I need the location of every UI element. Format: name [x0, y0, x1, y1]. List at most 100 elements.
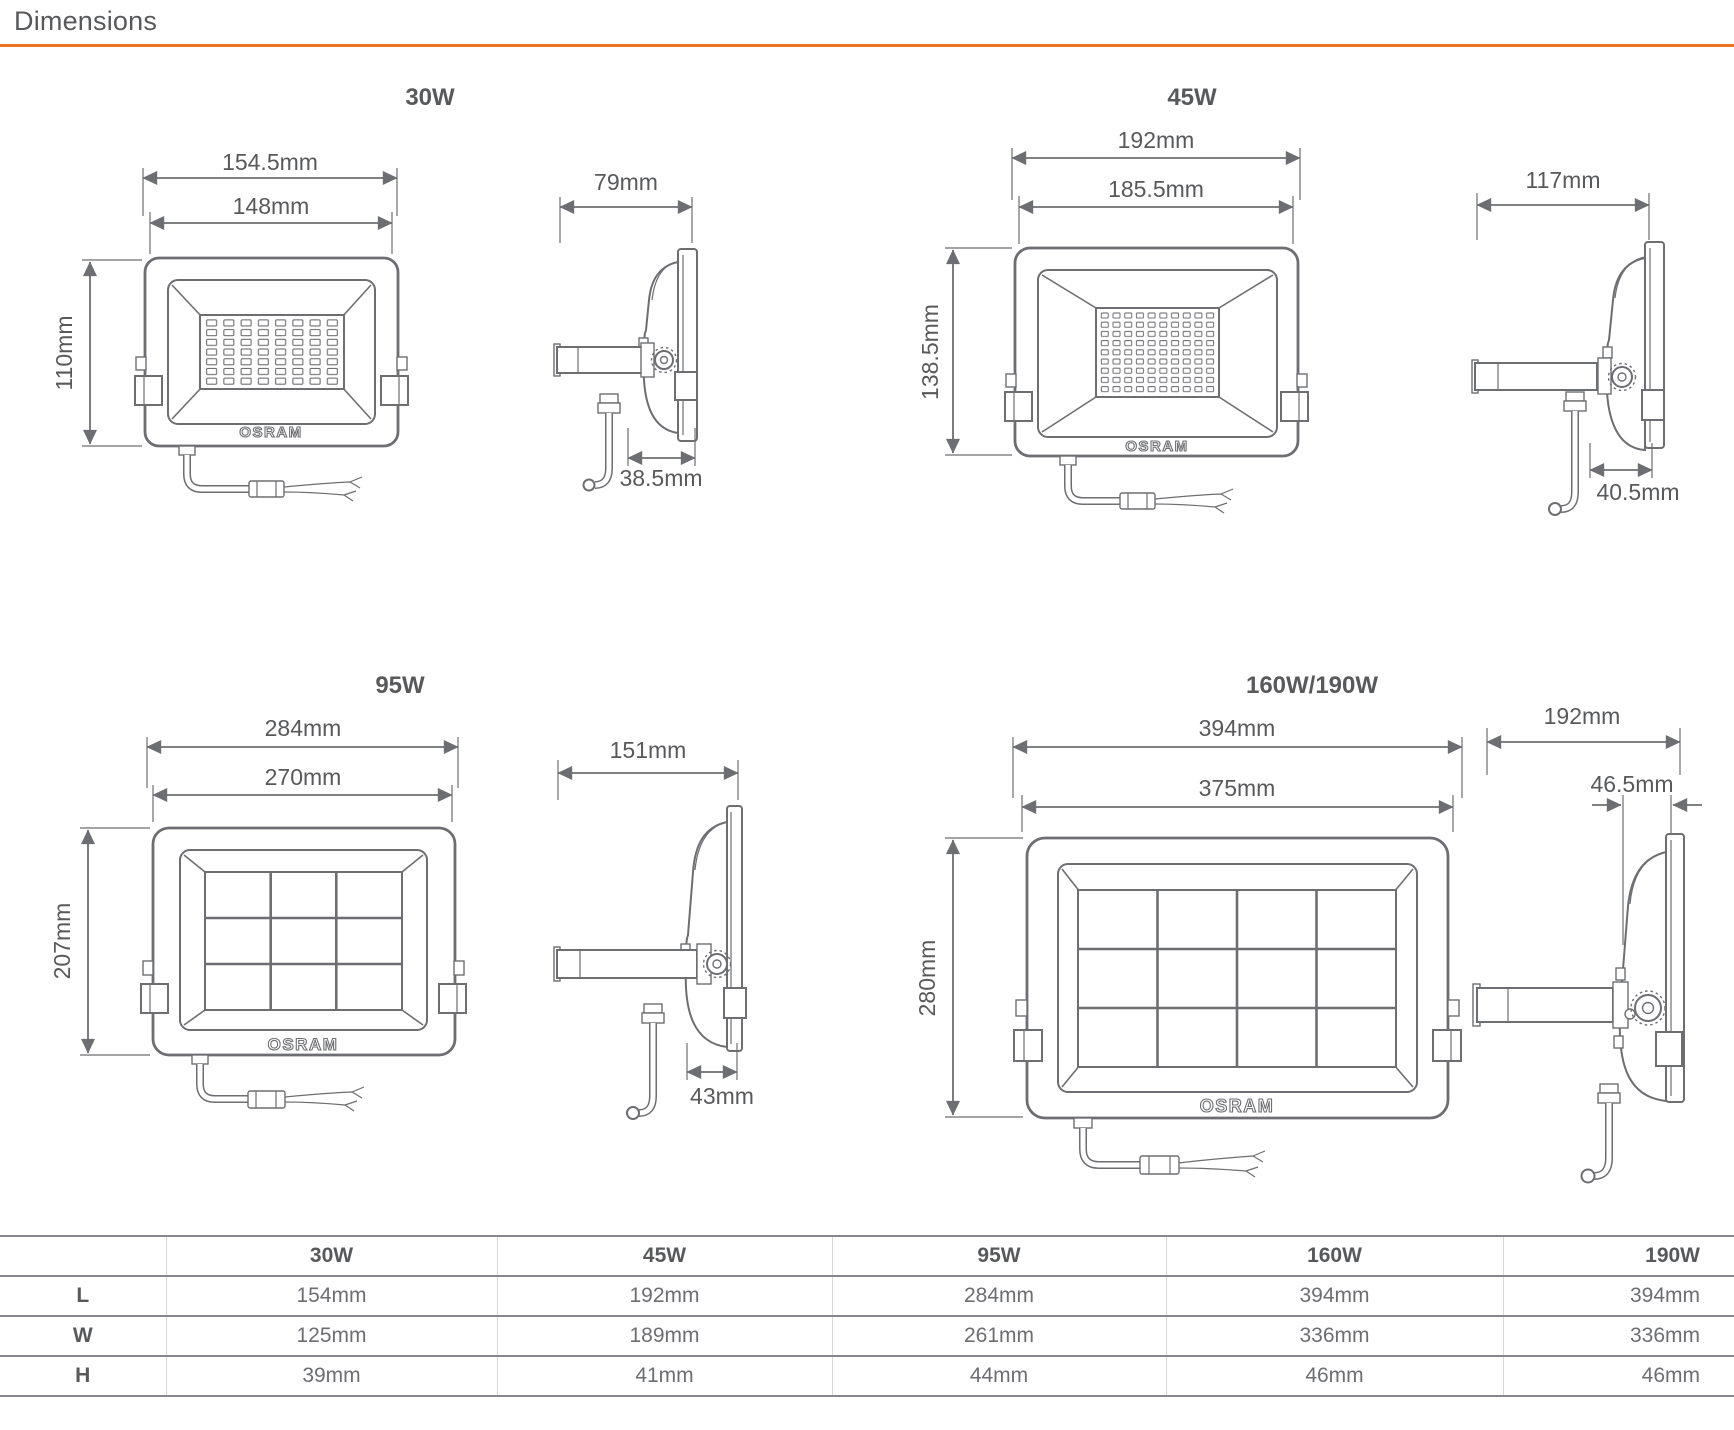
length-190w: 394mm: [1502, 1275, 1734, 1316]
bezel-160w-190w: [1057, 863, 1418, 1093]
cable-gland-30w: [178, 445, 196, 456]
row-label-height: H: [0, 1355, 166, 1397]
wire-lower-30w: [283, 490, 357, 502]
dim-label-160w-bracket-offset: 46.5mm: [1590, 771, 1673, 797]
bezel-30w: [167, 279, 376, 425]
table-row-height: H 39mm 41mm 44mm 46mm 46mm: [0, 1355, 1734, 1397]
height-160w: 46mm: [1165, 1355, 1503, 1397]
dim-label-95w-inner-width: 270mm: [265, 764, 342, 790]
length-45w: 192mm: [496, 1275, 832, 1316]
wire-upper-30w: [283, 476, 363, 489]
dim-label-160w-inner-width: 375mm: [1199, 775, 1276, 801]
cable-connector-95w: [247, 1090, 286, 1109]
floodlight-95w-front-view: OSRAM: [140, 826, 467, 1112]
mount-notch-right-45w: [1296, 373, 1308, 388]
cable-gland-160w: [1073, 1117, 1093, 1129]
dim-label-30w-inner-width: 148mm: [233, 193, 310, 219]
height-30w: 39mm: [165, 1355, 497, 1397]
junction-box-95w: [723, 987, 747, 1019]
title-160w-190w: 160W/190W: [1246, 672, 1378, 699]
length-160w: 394mm: [1165, 1275, 1503, 1316]
table-row-length: L 154mm 192mm 284mm 394mm 394mm: [0, 1275, 1734, 1316]
dim-label-95w-bracket-offset: 43mm: [690, 1083, 754, 1109]
brand-logo-45w-front: OSRAM: [1125, 438, 1188, 455]
column-header-160w: 160W: [1165, 1235, 1503, 1276]
floodlight-95w-side-view: [553, 805, 747, 1120]
floodlight-30w-front-view: OSRAM: [134, 256, 409, 502]
dim-label-160w-overall-width: 394mm: [1199, 715, 1276, 741]
wire-upper-160w: [1178, 1150, 1266, 1164]
mount-notch-right-30w: [396, 356, 408, 371]
cable-connector-30w: [248, 480, 285, 498]
row-label-length: L: [0, 1275, 166, 1316]
floodlight-160w-190w-side-view: [1472, 833, 1685, 1184]
wire-lower-45w: [1154, 502, 1228, 514]
back-plate-30w: [677, 248, 698, 442]
table-header-row: 30W 45W 95W 160W 190W: [0, 1235, 1734, 1276]
column-header-30w: 30W: [165, 1235, 497, 1276]
mount-arm-45w: [1474, 362, 1598, 391]
width-160w: 336mm: [1165, 1315, 1503, 1356]
brand-logo-95w-front: OSRAM: [268, 1035, 339, 1054]
led-grid-45w: [1099, 311, 1216, 394]
mount-notch-right-95w: [453, 960, 465, 976]
row-label-width: W: [0, 1315, 166, 1356]
cable-160w: [1079, 1128, 1141, 1169]
brand-logo-160w-front: OSRAM: [1200, 1096, 1275, 1116]
height-95w: 44mm: [831, 1355, 1166, 1397]
mount-tab-right-160w: [1432, 1029, 1462, 1062]
cable-connector-160w: [1139, 1155, 1180, 1175]
dim-label-30w-depth: 79mm: [594, 169, 658, 195]
cable-30w: [183, 455, 250, 493]
mount-notch-left-160w: [1015, 999, 1028, 1017]
dimensions-table: 30W 45W 95W 160W 190W L 154mm 192mm 284m…: [0, 1235, 1734, 1397]
technical-drawing-canvas: 30W 45W 95W 160W/190W OSRAM: [49, 84, 1702, 1184]
dim-label-45w-overall-width: 192mm: [1118, 127, 1195, 153]
title-45w: 45W: [1167, 84, 1217, 111]
header-divider: [0, 44, 1734, 47]
length-95w: 284mm: [831, 1275, 1166, 1316]
mount-tab-left-95w: [140, 983, 169, 1014]
column-header-45w: 45W: [496, 1235, 832, 1276]
dimensions-160w-190w-front: 394mm 375mm 280mm: [914, 715, 1463, 1118]
dim-label-45w-bracket-offset: 40.5mm: [1596, 479, 1679, 505]
junction-box-160w: [1655, 1031, 1683, 1067]
cable-45w: [1064, 465, 1121, 505]
height-190w: 46mm: [1502, 1355, 1734, 1397]
led-grid-95w: [204, 871, 403, 1011]
height-45w: 41mm: [496, 1355, 832, 1397]
floodlight-45w-front-view: OSRAM: [1004, 246, 1309, 514]
cable-95w: [196, 1064, 249, 1103]
title-95w: 95W: [375, 672, 425, 699]
mount-arm-95w: [556, 949, 698, 979]
cable-gland-95w: [191, 1054, 209, 1065]
bezel-95w: [179, 849, 428, 1031]
dimensions-45w-front: 192mm 185.5mm 138.5mm: [917, 127, 1301, 456]
mount-notch-left-30w: [135, 356, 147, 371]
dim-label-30w-height: 110mm: [51, 316, 77, 391]
mount-notch-left-95w: [142, 960, 154, 976]
side-profile-95w: [684, 820, 728, 1049]
wire-lower-160w: [1178, 1166, 1259, 1178]
brand-logo-30w-front: OSRAM: [239, 424, 302, 441]
junction-box-30w: [674, 371, 698, 401]
title-30w: 30W: [405, 84, 455, 111]
wire-upper-45w: [1154, 488, 1234, 501]
wire-lower-95w: [284, 1100, 358, 1112]
width-190w: 336mm: [1502, 1315, 1734, 1356]
floodlight-160w-190w-front-view: OSRAM: [1013, 836, 1462, 1178]
page-title: Dimensions: [14, 6, 158, 36]
dim-label-160w-depth: 192mm: [1544, 703, 1621, 729]
dimensions-30w-front: 154.5mm 148mm 110mm: [51, 149, 398, 447]
dim-label-45w-height: 138.5mm: [917, 304, 943, 400]
mount-arm-160w: [1476, 987, 1614, 1023]
dim-label-30w-overall-width: 154.5mm: [222, 149, 318, 175]
dimensions-160w-190w-side: 192mm 46.5mm: [1486, 703, 1702, 945]
mount-tab-right-30w: [380, 375, 409, 406]
junction-box-45w: [1641, 389, 1665, 421]
mount-tab-right-45w: [1280, 391, 1309, 422]
dimensions-30w-side: 79mm 38.5mm: [559, 169, 703, 491]
length-30w: 154mm: [165, 1275, 497, 1316]
mount-tab-right-95w: [438, 983, 467, 1014]
